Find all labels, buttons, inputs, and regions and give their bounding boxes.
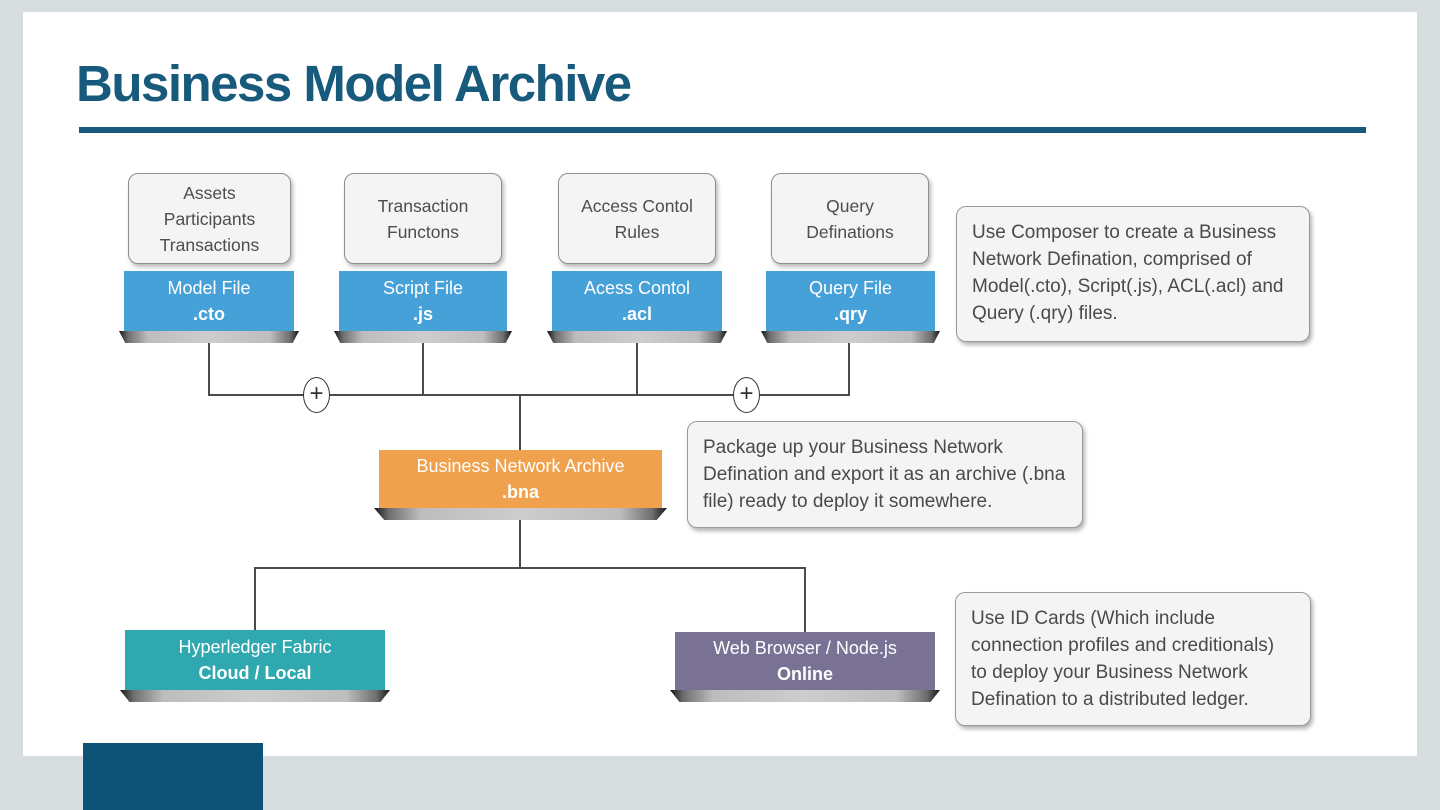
source-box-assets-label: Assets Participants Transactions: [159, 182, 260, 255]
file-box-model-label: Model File: [167, 278, 251, 298]
source-box-access-control-label: Access Contol Rules: [581, 195, 693, 242]
file-box-acl-label: Acess Contol: [583, 278, 691, 298]
target-fabric-mode: Cloud / Local: [198, 663, 312, 683]
plus-junction-right: +: [733, 377, 760, 413]
note-package-text: Package up your Business Network Definat…: [703, 437, 1066, 512]
connector-acl-down: [636, 340, 638, 396]
box-shadow: [334, 331, 512, 343]
connector-script-down: [422, 340, 424, 396]
file-box-script-ext: .js: [412, 304, 433, 324]
plus-sign: +: [309, 380, 324, 407]
title-underline: [79, 127, 1366, 133]
file-box-query-qry: Query File .qry: [761, 271, 940, 343]
source-box-assets: Assets Participants Transactions: [128, 173, 291, 264]
file-box-model-ext: .cto: [192, 304, 225, 324]
connector-query-down: [848, 340, 850, 396]
page-title: Business Model Archive: [76, 55, 632, 112]
connector-archive-drop: [519, 394, 521, 452]
box-shadow: [119, 331, 299, 343]
source-box-transaction-functions: Transaction Functons: [344, 173, 502, 264]
note-deploy: Use ID Cards (Which include connection p…: [955, 592, 1311, 726]
file-box-acl-ext: .acl: [621, 304, 653, 324]
target-web-mode: Online: [776, 664, 833, 684]
connector-fabric-drop: [254, 567, 256, 630]
plus-junction-left: +: [303, 377, 330, 413]
footer-accent-block: [83, 743, 263, 810]
source-box-query-definitions-label: Query Definations: [806, 195, 894, 242]
note-compose-text: Use Composer to create a Business Networ…: [972, 222, 1284, 324]
connector-merge-bus: [208, 394, 850, 396]
plus-sign: +: [739, 380, 754, 407]
box-shadow: [547, 331, 727, 343]
connector-archive-out: [519, 518, 521, 569]
note-compose: Use Composer to create a Business Networ…: [956, 206, 1310, 342]
file-box-script-js: Script File .js: [334, 271, 512, 343]
source-box-transaction-functions-label: Transaction Functons: [377, 195, 469, 242]
target-fabric-label: Hyperledger Fabric: [178, 637, 332, 657]
target-box-web-browser: Web Browser / Node.js Online: [670, 632, 940, 702]
file-box-model-cto: Model File .cto: [119, 271, 299, 343]
file-box-script-label: Script File: [382, 278, 463, 298]
box-shadow: [761, 331, 940, 343]
archive-box-ext: .bna: [501, 482, 539, 502]
connector-web-drop: [804, 567, 806, 632]
file-box-acl: Acess Contol .acl: [547, 271, 727, 343]
connector-model-down: [208, 340, 210, 396]
connector-deploy-bus: [254, 567, 806, 569]
file-box-query-ext: .qry: [833, 304, 867, 324]
note-deploy-text: Use ID Cards (Which include connection p…: [971, 608, 1275, 710]
note-package: Package up your Business Network Definat…: [687, 421, 1083, 528]
source-box-access-control: Access Contol Rules: [558, 173, 716, 264]
source-box-query-definitions: Query Definations: [771, 173, 929, 264]
box-shadow: [670, 690, 940, 702]
file-box-query-label: Query File: [808, 278, 893, 298]
box-shadow: [120, 690, 390, 702]
archive-box-label: Business Network Archive: [416, 456, 625, 476]
archive-box-bna: Business Network Archive .bna: [374, 450, 667, 520]
target-box-hyperledger-fabric: Hyperledger Fabric Cloud / Local: [120, 630, 390, 702]
box-shadow: [374, 508, 667, 520]
target-web-label: Web Browser / Node.js: [713, 638, 897, 658]
